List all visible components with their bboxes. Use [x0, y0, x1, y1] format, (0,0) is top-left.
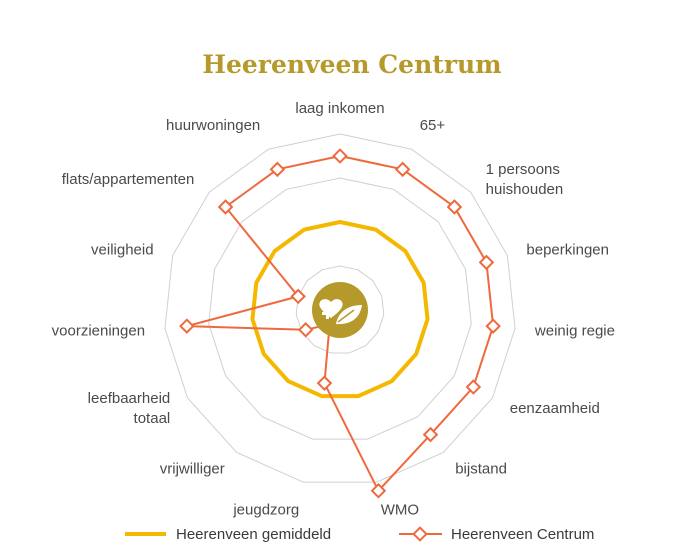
- data-point-centrum: [478, 254, 495, 271]
- data-point-centrum: [370, 482, 387, 499]
- series-layer: [179, 148, 501, 499]
- axis-label: 1 persoons: [486, 161, 560, 178]
- data-point-centrum: [485, 318, 501, 334]
- axis-label: leefbaarheid: [88, 390, 171, 407]
- chart-title: Heerenveen Centrum: [202, 50, 501, 79]
- axis-label: beperkingen: [526, 241, 609, 258]
- data-point-centrum: [297, 322, 314, 338]
- data-point-centrum: [269, 161, 286, 178]
- axis-labels: laag inkomen 65+ 1 persoons huishouden beper…: [52, 100, 615, 519]
- axis-label: veiligheid: [91, 241, 154, 258]
- data-point-centrum: [290, 288, 306, 305]
- axis-label: huurwoningen: [166, 117, 260, 134]
- legend-label-centrum: Heerenveen Centrum: [451, 526, 594, 543]
- axis-label: eenzaamheid: [510, 400, 600, 417]
- grid-ring: [208, 177, 472, 440]
- axis-label: totaal: [134, 410, 171, 427]
- axis-label: jeugdzorg: [232, 502, 299, 519]
- axis-label: vrijwilliger: [160, 461, 225, 478]
- axis-label: laag inkomen: [295, 100, 384, 117]
- data-point-centrum: [422, 426, 439, 443]
- data-point-centrum: [179, 318, 195, 334]
- data-point-centrum: [446, 199, 463, 215]
- axis-label: voorzieningen: [52, 322, 145, 339]
- axis-label: huishouden: [486, 181, 564, 198]
- legend-item-average: Heerenveen gemiddeld: [125, 526, 331, 543]
- axis-label: weinig regie: [534, 322, 615, 339]
- grid-ring: [295, 265, 385, 354]
- legend-label-average: Heerenveen gemiddeld: [176, 526, 331, 543]
- data-point-centrum: [316, 375, 333, 391]
- series-line-centrum: [186, 154, 495, 493]
- data-point-centrum: [394, 161, 411, 178]
- grid-ring: [164, 133, 516, 483]
- health-emblem-icon: [312, 282, 368, 338]
- data-point-centrum: [217, 199, 234, 215]
- axis-label: 65+: [420, 117, 446, 134]
- axis-label: flats/appartementen: [62, 171, 195, 188]
- series-line-average: [250, 220, 430, 399]
- legend-item-centrum: Heerenveen Centrum: [399, 526, 594, 543]
- axis-label: bijstand: [455, 461, 507, 478]
- data-point-centrum: [465, 379, 482, 395]
- legend: Heerenveen gemiddeld Heerenveen Centrum: [125, 526, 594, 543]
- data-point-centrum: [332, 148, 348, 164]
- axis-label: WMO: [381, 502, 419, 519]
